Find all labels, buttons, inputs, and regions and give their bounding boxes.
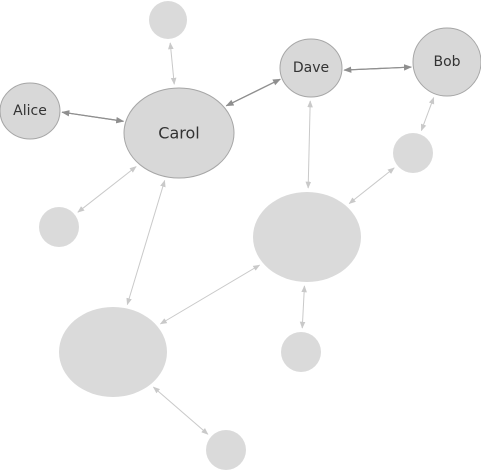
edge-bob-to-n-bob-below [420,96,435,132]
node-alice[interactable]: Alice [0,82,61,140]
node-circle[interactable] [0,82,61,140]
node-n-top[interactable] [149,1,187,39]
node-circle[interactable] [253,192,361,282]
node-label: Carol [158,124,199,143]
edge-carol-to-n-top [168,42,177,85]
node-label: Bob [433,54,460,70]
edges-layer [61,42,435,435]
node-circle[interactable] [206,430,246,470]
node-n-center-below[interactable] [281,332,321,372]
edge-n-bob-below-to-n-center [348,167,395,204]
edge-n-center-to-n-center-below [299,285,307,329]
edge-n-bottom-left-to-n-bottom [152,386,209,435]
edge-carol-to-n-bottom-left [126,179,166,306]
node-n-bottom[interactable] [206,430,246,470]
node-circle[interactable] [39,207,79,247]
node-label: Dave [293,60,329,76]
node-bob[interactable]: Bob [412,27,481,97]
node-circle[interactable] [393,133,433,173]
node-circle[interactable] [281,332,321,372]
node-n-left[interactable] [39,207,79,247]
edge-carol-to-n-left [77,166,137,213]
node-circle[interactable] [59,307,167,397]
node-label: Alice [13,103,47,119]
edge-bob-to-dave [343,66,412,73]
node-n-bottom-left[interactable] [59,307,167,397]
node-circle[interactable] [123,87,235,179]
node-circle[interactable] [279,38,343,98]
node-n-bob-below[interactable] [393,133,433,173]
edge-carol-to-alice [61,110,124,122]
node-carol[interactable]: Carol [123,87,235,179]
node-circle[interactable] [149,1,187,39]
node-circle[interactable] [412,27,481,97]
node-dave[interactable]: Dave [279,38,343,98]
node-n-center[interactable] [253,192,361,282]
edge-dave-to-carol [225,78,281,107]
edge-dave-to-n-center [305,100,313,189]
edge-n-center-to-n-bottom-left [159,264,261,325]
